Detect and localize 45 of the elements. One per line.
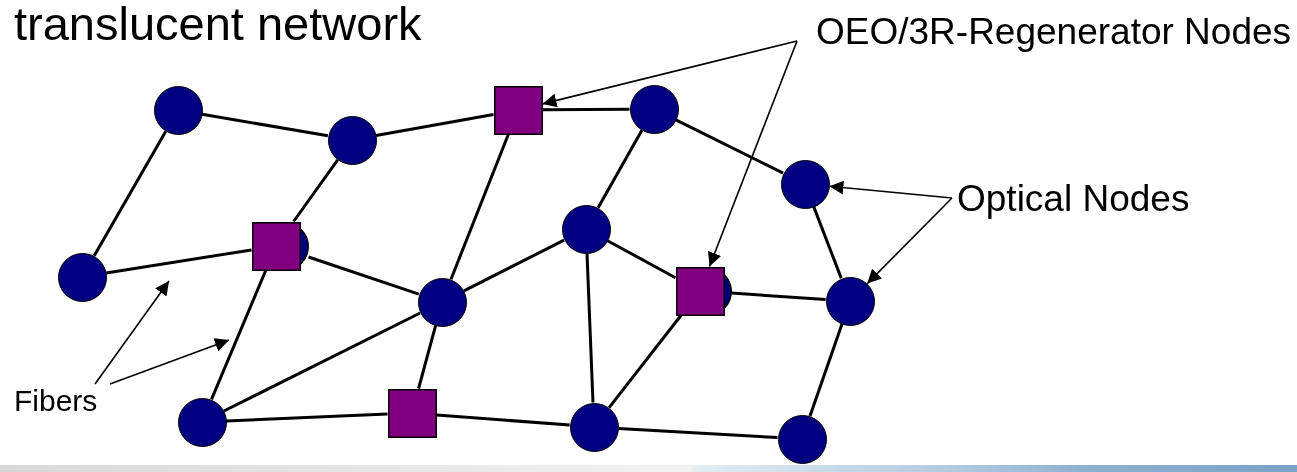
fiber-link — [436, 413, 570, 427]
fiber-link — [463, 238, 565, 293]
fiber-link — [808, 323, 844, 417]
fiber-link — [606, 239, 677, 279]
leader-arrow — [828, 180, 953, 199]
leader-arrow — [94, 280, 170, 385]
fiber-link — [449, 133, 510, 280]
optical-node — [57, 252, 107, 302]
optical-node — [780, 159, 830, 209]
slide-title: translucent network — [14, 0, 422, 47]
regenerator-node-drawing — [675, 266, 732, 316]
callout-label: Optical Nodes — [952, 179, 1190, 220]
regenerator-node-drawing — [251, 221, 309, 271]
fiber-link — [542, 107, 630, 112]
fiber-link — [731, 291, 826, 301]
fiber-link — [675, 118, 784, 175]
fiber-link — [812, 206, 843, 279]
fiber-link — [308, 255, 420, 296]
fiber-link — [223, 311, 421, 413]
fiber-link — [375, 112, 494, 138]
fiber-link — [210, 269, 268, 400]
fiber-link — [585, 253, 595, 403]
fiber-link — [226, 412, 388, 423]
leader-arrow — [541, 40, 798, 108]
regenerator-node — [387, 388, 437, 438]
optical-node — [825, 276, 875, 326]
fiber-link — [105, 248, 252, 275]
fiber-link — [618, 426, 778, 440]
leader-arrow — [109, 338, 230, 385]
callout-label: OEO/3R-Regenerator Nodes — [797, 12, 1292, 53]
callout-label: Fibers — [14, 384, 112, 417]
optical-node — [177, 397, 227, 447]
fiber-link — [417, 325, 438, 389]
optical-node — [569, 402, 619, 452]
fiber-link — [292, 159, 339, 223]
optical-node — [417, 277, 467, 327]
fiber-link — [201, 112, 329, 138]
leader-arrow — [708, 40, 798, 268]
optical-node — [561, 204, 611, 254]
fiber-link — [596, 129, 644, 209]
fiber-link — [607, 314, 683, 409]
regenerator-node — [493, 85, 543, 135]
fiber-link — [92, 130, 168, 257]
optical-node — [629, 84, 679, 134]
leader-arrow — [866, 197, 953, 285]
